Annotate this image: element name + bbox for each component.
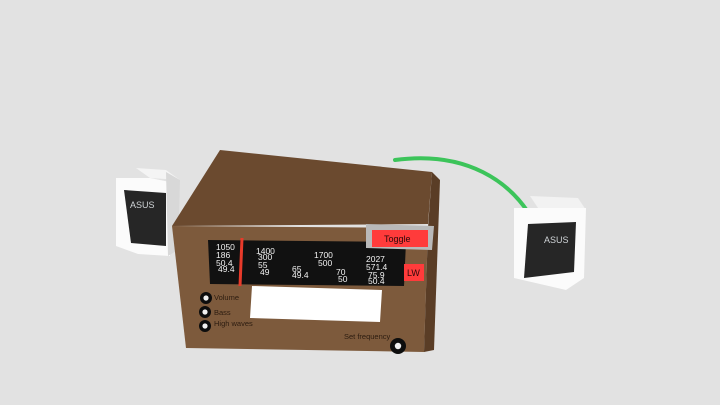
dial-mark: 49.4 bbox=[292, 270, 309, 280]
dial-mark: 1050 bbox=[216, 242, 235, 252]
dial-mark: 1400 bbox=[256, 246, 275, 256]
left-speaker: ASUS bbox=[116, 168, 180, 256]
bass-label: Bass bbox=[214, 308, 231, 317]
high-waves-knob[interactable] bbox=[199, 320, 211, 332]
dial-mark: 571.4 bbox=[366, 262, 388, 272]
dial-needle bbox=[238, 237, 244, 287]
volume-knob[interactable] bbox=[200, 292, 212, 304]
dial-mark: 2027 bbox=[366, 254, 385, 264]
high-waves-label: High waves bbox=[214, 319, 253, 328]
dial-mark: 49 bbox=[260, 267, 270, 277]
dial-mark: 50.4 bbox=[368, 276, 385, 286]
volume-label: Volume bbox=[214, 293, 239, 302]
dial-mark: 1700 bbox=[314, 250, 333, 260]
dial-mark: 50 bbox=[338, 274, 348, 284]
right-speaker-brand: ASUS bbox=[544, 235, 569, 245]
toggle-button-label: Toggle bbox=[384, 234, 411, 244]
left-speaker-brand: ASUS bbox=[130, 200, 155, 210]
dial-mark: 75.9 bbox=[368, 270, 385, 280]
right-speaker: ASUS bbox=[514, 196, 586, 290]
left-speaker-grille bbox=[124, 190, 166, 246]
dial-mark: 70 bbox=[336, 267, 346, 277]
dial-mark: 186 bbox=[216, 250, 230, 260]
dial-mark: 49.4 bbox=[218, 264, 235, 274]
dial-mark: 55 bbox=[258, 260, 268, 270]
right-speaker-grille bbox=[524, 222, 576, 278]
frequency-dial: 1050 1400 1700 2027 186 300 500 571.4 50… bbox=[208, 237, 406, 287]
dial-mark: 65 bbox=[292, 264, 302, 274]
dial-mark: 500 bbox=[318, 258, 332, 268]
set-frequency-knob[interactable] bbox=[390, 338, 406, 354]
toggle-button[interactable]: Toggle bbox=[366, 224, 434, 250]
dial-mark: 50.4 bbox=[216, 258, 233, 268]
band-button-label: LW bbox=[407, 268, 420, 278]
display-panel bbox=[250, 286, 382, 322]
band-button[interactable]: LW bbox=[404, 264, 424, 281]
dial-mark: 300 bbox=[258, 252, 272, 262]
speaker-cable bbox=[393, 156, 530, 214]
bass-knob[interactable] bbox=[199, 306, 211, 318]
set-frequency-label: Set frequency bbox=[344, 332, 391, 341]
